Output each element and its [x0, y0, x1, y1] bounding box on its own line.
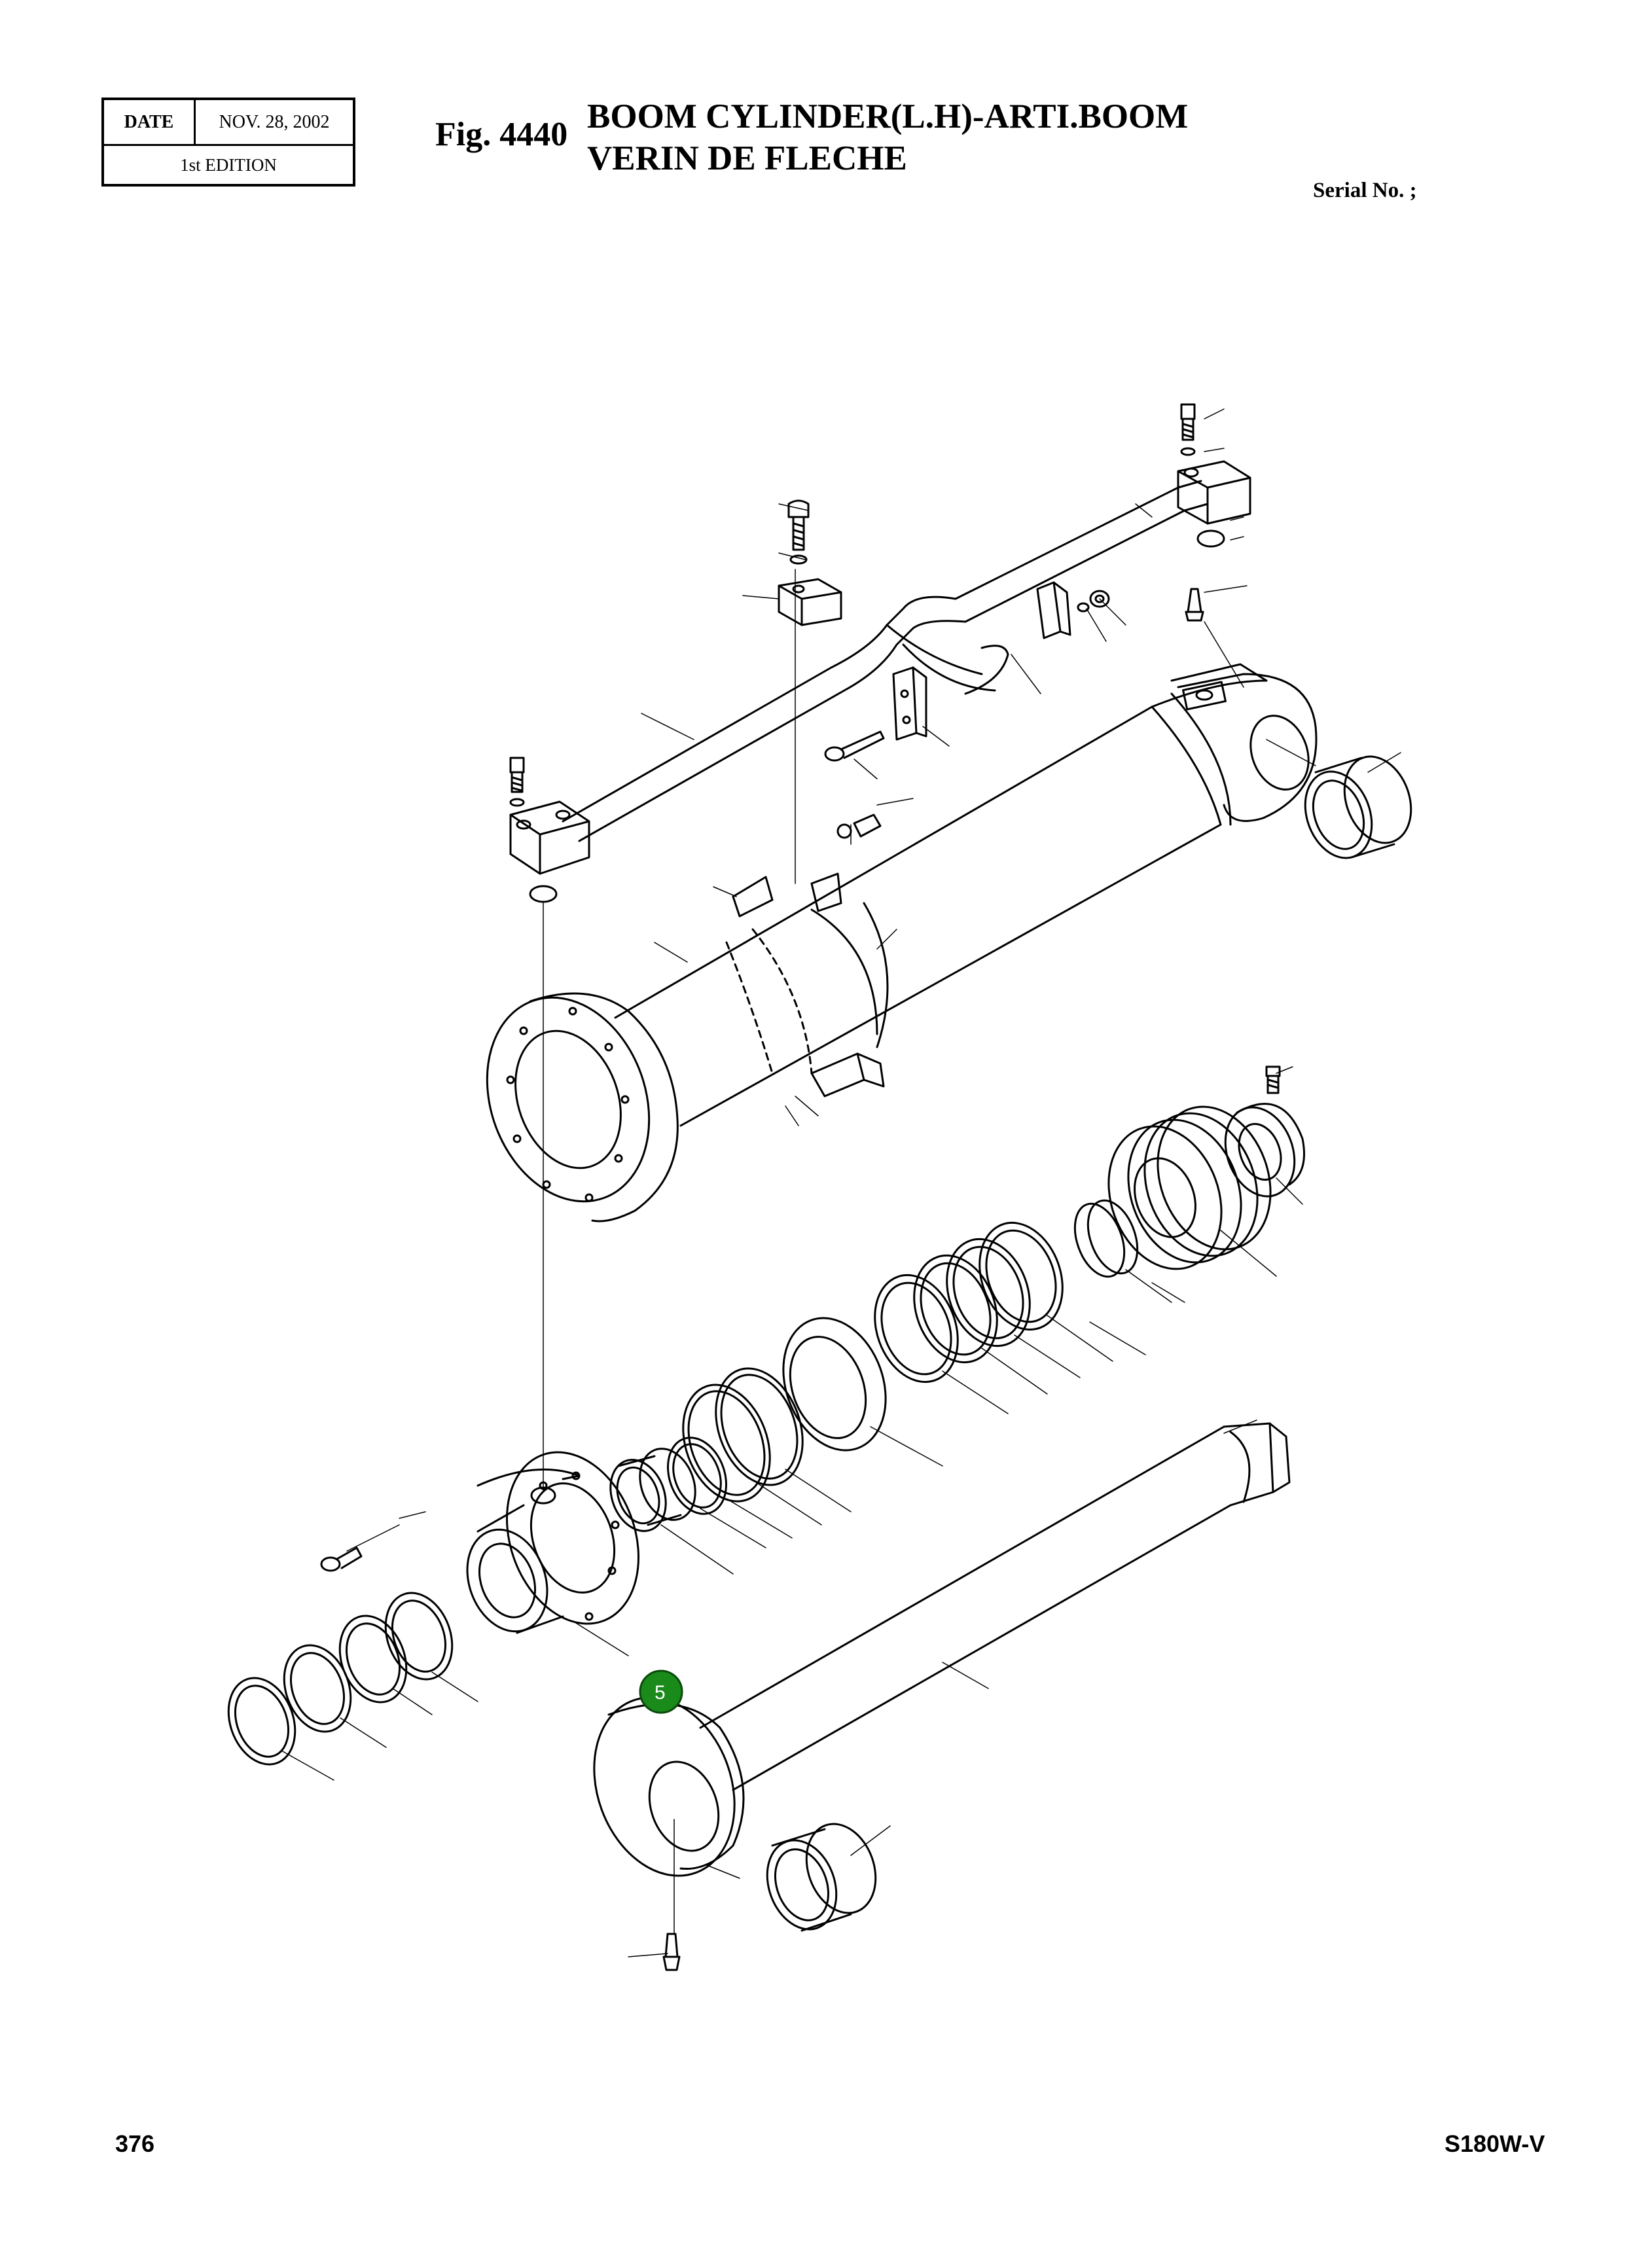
- piston-o-ring: [1073, 1199, 1139, 1278]
- clamp-nut: [1077, 590, 1110, 613]
- leader-lines: [281, 408, 1401, 1957]
- piston-seals: [874, 1221, 1064, 1384]
- page-number: 376: [115, 2130, 155, 2157]
- left-pipe-flange: [509, 800, 590, 875]
- right-flange-o-ring: [1196, 529, 1225, 548]
- head-seals: [227, 1592, 454, 1766]
- piston-rod: [699, 1422, 1291, 1791]
- part-callout-5[interactable]: 5: [639, 1670, 683, 1714]
- grease-nipple-top: [1185, 588, 1204, 622]
- cylinder-head: [466, 1451, 640, 1634]
- piston-nut: [1224, 1103, 1305, 1198]
- date-value: NOV. 28, 2002: [219, 111, 330, 132]
- rod-bushing: [609, 1448, 696, 1532]
- right-pipe-flange: [1177, 460, 1251, 525]
- clamp-bolt-long: [824, 730, 885, 762]
- grease-nipple-bottom: [662, 1933, 681, 1971]
- date-label: DATE: [104, 100, 196, 144]
- bushing-upper: [1304, 755, 1412, 859]
- hydraulic-pipe: [562, 480, 1209, 842]
- callout-label: 5: [655, 1682, 666, 1704]
- title-english: BOOM CYLINDER(L.H)-ARTI.BOOM: [587, 98, 1189, 135]
- left-flange-o-ring: [529, 885, 558, 903]
- rod-eye: [593, 1696, 745, 1877]
- bushing-lower: [766, 1823, 877, 1932]
- pipe-clamp-upper: [778, 578, 842, 626]
- date-edition-stamp: DATE NOV. 28, 2002 1st EDITION: [101, 98, 355, 187]
- figure-number: Fig. 4440: [435, 116, 568, 153]
- cylinder-tube: [486, 663, 1318, 1223]
- clamp-bolt-top: [787, 499, 810, 565]
- serial-number-label: Serial No. ;: [1313, 179, 1417, 202]
- left-flange-bolt: [509, 757, 525, 807]
- tube-clamp-band: [732, 872, 885, 1098]
- right-flange-bolt: [1180, 403, 1196, 456]
- cushion-ring: [782, 1317, 887, 1452]
- title-french: VERIN DE FLECHE: [587, 139, 907, 177]
- model-name: S180W-V: [1445, 2130, 1545, 2157]
- pipe-clamp-halves: [892, 581, 1071, 741]
- head-socket-bolt: [320, 1546, 363, 1572]
- set-screw: [1265, 1065, 1281, 1094]
- date-row: DATE NOV. 28, 2002: [104, 100, 353, 146]
- edition-label: 1st EDITION: [180, 154, 277, 175]
- piston: [1107, 1105, 1272, 1270]
- clamp-bolt-short: [836, 813, 882, 839]
- backup-rings: [667, 1367, 804, 1515]
